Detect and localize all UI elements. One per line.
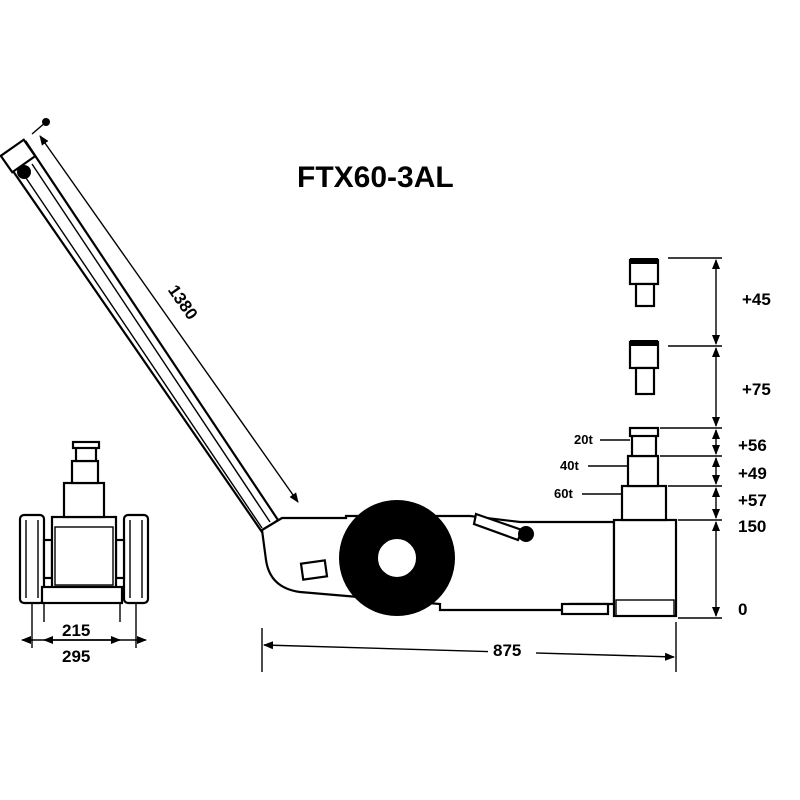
- label-stage-20t: 20t: [574, 432, 593, 447]
- handle-grip-knob: [17, 165, 31, 179]
- front-left-wheel: [18, 513, 46, 605]
- dim-extension-2: +45: [742, 290, 771, 309]
- length-dimension: 875: [261, 622, 677, 672]
- dim-outer-width: 295: [62, 647, 90, 666]
- height-dimensions: +45 +75 +56 +49 +57 150 0: [660, 257, 771, 619]
- front-ram-20t: [74, 445, 98, 463]
- front-ram-60t: [62, 481, 106, 519]
- dim-inner-width: 215: [62, 621, 90, 640]
- label-stage-60t: 60t: [554, 486, 573, 501]
- handle-bar: [2, 140, 280, 534]
- ram-stage-60t: [620, 484, 668, 522]
- dim-body-length: 875: [493, 641, 521, 660]
- dim-stage-60t: +57: [738, 491, 767, 510]
- front-ram-40t: [70, 459, 100, 485]
- dim-base-height: 0: [738, 600, 747, 619]
- dim-stage-40t: +49: [738, 464, 767, 483]
- ram-stage-40t: [626, 454, 660, 488]
- front-view: 215 295: [18, 440, 150, 666]
- front-right-wheel: [122, 513, 150, 605]
- dim-handle-length: 1380: [164, 281, 201, 323]
- front-body: [50, 515, 118, 589]
- ram-stage-20t: [630, 432, 658, 458]
- model-title: FTX60-3AL: [297, 161, 454, 194]
- main-cylinder: [612, 518, 678, 618]
- dim-closed-height: 150: [738, 517, 766, 536]
- side-view: 20t 40t 60t: [260, 258, 678, 618]
- label-stage-40t: 40t: [560, 458, 579, 473]
- dim-extension-1: +75: [742, 380, 771, 399]
- handle: 1380: [0, 118, 299, 534]
- dim-stage-20t: +56: [738, 436, 767, 455]
